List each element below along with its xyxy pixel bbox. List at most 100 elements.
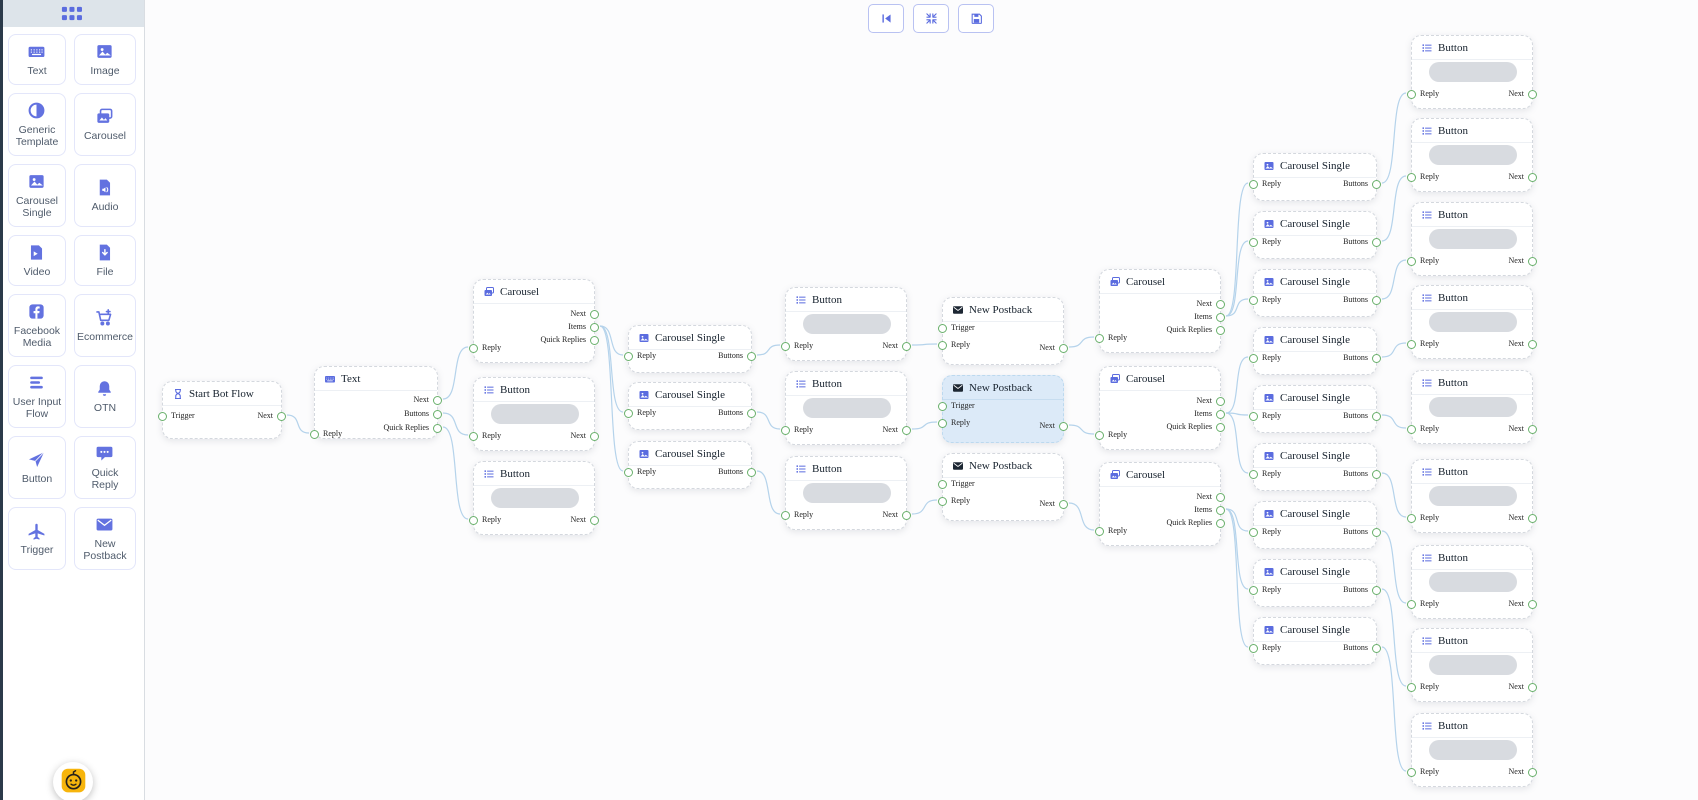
port-quick-replies[interactable] <box>1216 325 1225 335</box>
port-reply[interactable] <box>469 343 478 353</box>
port-buttons[interactable] <box>1372 237 1381 247</box>
skip-to-start-button[interactable] <box>868 4 904 33</box>
port-next[interactable] <box>1528 339 1537 349</box>
port-next[interactable] <box>902 425 911 435</box>
port-next[interactable] <box>590 309 599 319</box>
port-reply[interactable] <box>938 418 947 428</box>
sidebar-item-audio[interactable]: Audio <box>73 164 136 227</box>
port-buttons[interactable] <box>1372 295 1381 305</box>
chatbot-launcher-button[interactable] <box>53 762 93 800</box>
port-reply[interactable] <box>624 408 633 418</box>
port-reply[interactable] <box>624 351 633 361</box>
port-reply[interactable] <box>1407 682 1416 692</box>
port-items[interactable] <box>1216 409 1225 419</box>
port-reply[interactable] <box>781 341 790 351</box>
port-reply[interactable] <box>1249 527 1258 537</box>
port-reply[interactable] <box>1249 295 1258 305</box>
port-reply[interactable] <box>1407 172 1416 182</box>
port-reply[interactable] <box>1407 339 1416 349</box>
port-reply[interactable] <box>1407 424 1416 434</box>
port-reply[interactable] <box>1249 353 1258 363</box>
port-next[interactable] <box>1528 172 1537 182</box>
port-next[interactable] <box>1059 421 1068 431</box>
port-next[interactable] <box>1528 767 1537 777</box>
port-next[interactable] <box>1059 343 1068 353</box>
sidebar-item-user-input-flow[interactable]: User Input Flow <box>8 365 66 428</box>
port-reply[interactable] <box>1095 333 1104 343</box>
port-quick-replies[interactable] <box>1216 422 1225 432</box>
port-next[interactable] <box>1528 513 1537 523</box>
port-next[interactable] <box>902 510 911 520</box>
port-reply[interactable] <box>469 515 478 525</box>
port-buttons[interactable] <box>1372 469 1381 479</box>
sidebar-item-file[interactable]: File <box>73 235 136 286</box>
port-reply[interactable] <box>1249 179 1258 189</box>
port-next[interactable] <box>590 431 599 441</box>
port-next[interactable] <box>1528 89 1537 99</box>
sidebar-item-generic-template[interactable]: Generic Template <box>8 93 66 156</box>
port-reply[interactable] <box>938 340 947 350</box>
port-quick-replies[interactable] <box>1216 518 1225 528</box>
port-next[interactable] <box>433 395 442 405</box>
sidebar-item-quick-reply[interactable]: Quick Reply <box>73 436 136 499</box>
port-reply[interactable] <box>1249 237 1258 247</box>
sidebar-item-carousel-single[interactable]: Carousel Single <box>8 164 66 227</box>
port-reply[interactable] <box>469 431 478 441</box>
sidebar-item-carousel[interactable]: Carousel <box>73 93 136 156</box>
port-buttons[interactable] <box>1372 179 1381 189</box>
port-buttons[interactable] <box>747 351 756 361</box>
port-buttons[interactable] <box>1372 527 1381 537</box>
port-reply[interactable] <box>1095 430 1104 440</box>
port-reply[interactable] <box>938 496 947 506</box>
port-next[interactable] <box>590 515 599 525</box>
sidebar-item-text[interactable]: Text <box>8 34 66 85</box>
fit-screen-button[interactable] <box>913 4 949 33</box>
port-buttons[interactable] <box>1372 643 1381 653</box>
port-next[interactable] <box>277 411 286 421</box>
port-reply[interactable] <box>1249 643 1258 653</box>
sidebar-item-new-postback[interactable]: New Postback <box>73 507 136 570</box>
port-items[interactable] <box>1216 312 1225 322</box>
port-next[interactable] <box>1528 599 1537 609</box>
port-trigger[interactable] <box>938 323 947 333</box>
port-buttons[interactable] <box>433 409 442 419</box>
port-reply[interactable] <box>781 510 790 520</box>
port-buttons[interactable] <box>747 408 756 418</box>
port-reply[interactable] <box>1249 585 1258 595</box>
port-reply[interactable] <box>1407 767 1416 777</box>
save-button[interactable] <box>958 4 994 33</box>
sidebar-item-video[interactable]: Video <box>8 235 66 286</box>
port-reply[interactable] <box>1249 469 1258 479</box>
port-next[interactable] <box>1528 256 1537 266</box>
port-next[interactable] <box>1528 682 1537 692</box>
port-trigger[interactable] <box>938 401 947 411</box>
port-reply[interactable] <box>781 425 790 435</box>
port-buttons[interactable] <box>1372 411 1381 421</box>
port-reply[interactable] <box>1407 256 1416 266</box>
port-next[interactable] <box>1216 299 1225 309</box>
